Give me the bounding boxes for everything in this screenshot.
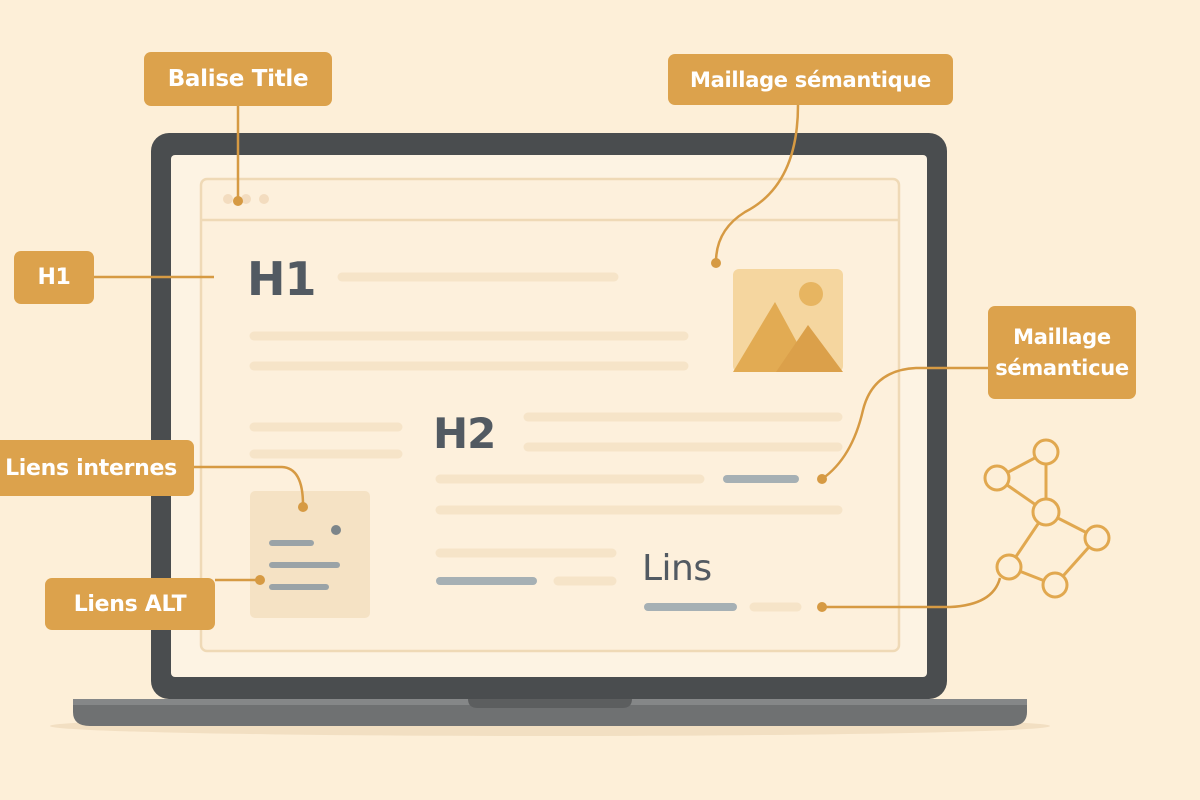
document-icon xyxy=(250,491,370,618)
callout-liens-alt: Liens ALT xyxy=(45,578,215,630)
callout-maillage-semanticue: Maillage sémanticue xyxy=(988,306,1136,399)
page-h1-heading: H1 xyxy=(247,252,317,306)
link-lines xyxy=(436,475,799,611)
callout-label: Balise Title xyxy=(167,66,309,92)
page-lins-heading: Lins xyxy=(642,548,712,589)
browser-dot xyxy=(241,194,251,204)
callout-maillage-semantique: Maillage sémantique xyxy=(668,54,953,105)
callout-label: H1 xyxy=(37,265,71,290)
placeholder-lines xyxy=(249,272,843,612)
browser-dot xyxy=(259,194,269,204)
browser-dot xyxy=(223,194,233,204)
callout-label-line2: sémanticue xyxy=(995,355,1129,380)
callout-balise-title: Balise Title xyxy=(144,52,332,106)
connectors xyxy=(94,104,1002,609)
laptop-base xyxy=(73,699,1027,726)
laptop-notch xyxy=(468,699,632,708)
page-h2-heading: H2 xyxy=(433,409,496,458)
callout-label: Liens internes xyxy=(5,455,177,481)
image-placeholder-icon xyxy=(733,269,843,372)
connector-dots xyxy=(233,196,827,612)
callout-h1: H1 xyxy=(14,251,94,304)
callout-label-line1: Maillage xyxy=(1013,324,1111,349)
callout-label: Maillage sémantique xyxy=(690,67,931,92)
callout-label: Liens ALT xyxy=(73,591,187,617)
callout-liens-internes: Liens internes xyxy=(0,440,194,496)
network-graph-icon xyxy=(983,438,1111,599)
